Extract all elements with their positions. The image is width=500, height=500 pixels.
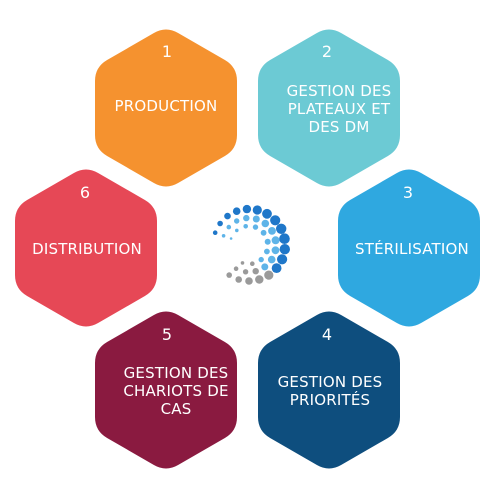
logo-dot bbox=[261, 219, 270, 228]
logo-dot bbox=[232, 207, 241, 215]
logo-dot bbox=[252, 224, 259, 230]
logo-dot bbox=[264, 270, 274, 280]
logo-dot bbox=[260, 229, 267, 236]
logo-dot bbox=[262, 208, 272, 219]
dotted-ring-logo-icon bbox=[212, 204, 290, 285]
logo-dot bbox=[245, 277, 253, 285]
logo-dot bbox=[258, 256, 264, 263]
logo-dot bbox=[270, 215, 281, 226]
logo-dot bbox=[268, 227, 276, 235]
logo-dot bbox=[250, 261, 255, 267]
logo-dot bbox=[212, 230, 218, 235]
logo-dot bbox=[226, 272, 232, 278]
logo-dot bbox=[279, 233, 290, 244]
hexagon-gestion-plateaux bbox=[258, 29, 400, 187]
logo-dot bbox=[226, 224, 232, 230]
logo-dot bbox=[217, 220, 223, 227]
hexagon-production bbox=[95, 29, 237, 187]
logo-dot bbox=[233, 266, 239, 272]
logo-dot bbox=[221, 234, 226, 238]
logo-dot bbox=[235, 276, 242, 283]
hexagon-gestion-chariots bbox=[95, 311, 237, 469]
logo-dot bbox=[277, 254, 288, 265]
logo-dot bbox=[252, 215, 260, 223]
logo-dot bbox=[271, 246, 280, 255]
logo-dot bbox=[264, 238, 271, 245]
logo-dot bbox=[276, 223, 287, 234]
logo-dot bbox=[235, 228, 239, 233]
logo-dot bbox=[271, 236, 280, 245]
logo-dot bbox=[240, 261, 245, 265]
logo-dot bbox=[267, 255, 276, 264]
logo-dot bbox=[234, 218, 240, 224]
hexagon-gestion-priorites bbox=[258, 311, 400, 469]
hexagon-distribution bbox=[15, 169, 157, 327]
logo-dot bbox=[242, 269, 249, 275]
logo-dot bbox=[224, 212, 231, 220]
logo-dot bbox=[271, 263, 282, 273]
logo-dot bbox=[243, 214, 250, 222]
logo-dot bbox=[229, 237, 233, 240]
logo-dot bbox=[261, 263, 269, 271]
logo-dot bbox=[264, 248, 270, 255]
logo-dot bbox=[252, 268, 259, 275]
logo-dot bbox=[242, 204, 252, 214]
logo-dot bbox=[255, 275, 264, 284]
logo-dot bbox=[252, 205, 262, 215]
logo-dot bbox=[243, 224, 248, 229]
hexagon-sterilisation bbox=[338, 169, 480, 327]
logo-dot bbox=[279, 244, 290, 255]
